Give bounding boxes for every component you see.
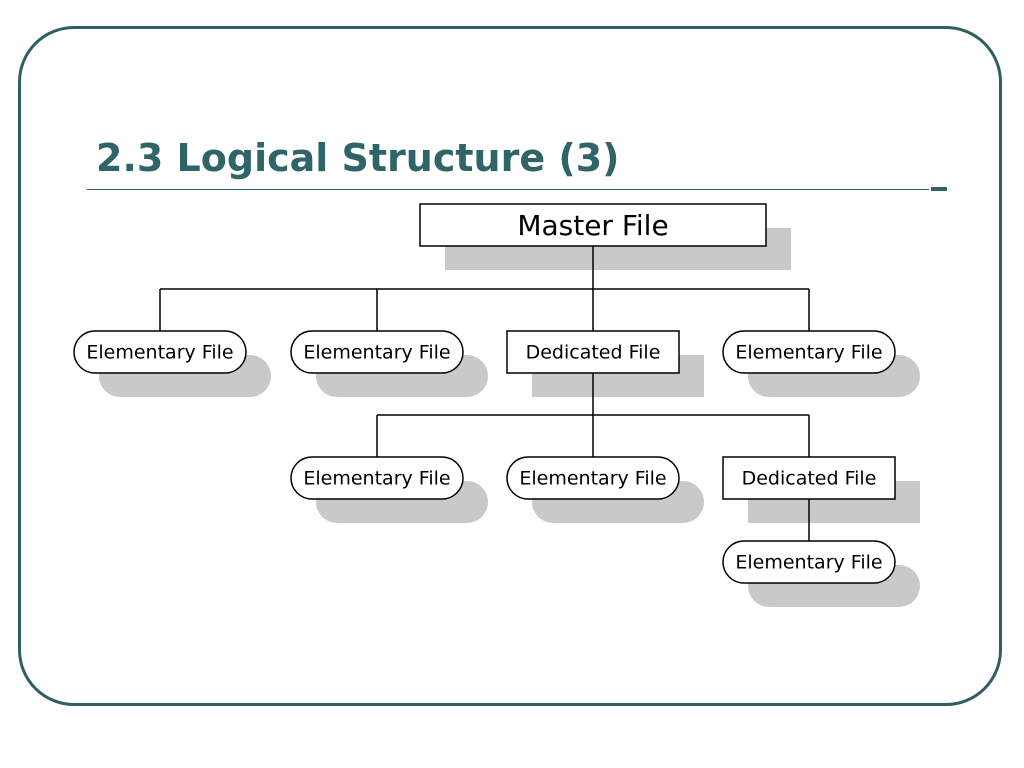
elementary-file-label: Elementary File bbox=[303, 342, 450, 364]
elementary-file-label: Elementary File bbox=[735, 552, 882, 574]
title-underline-mark bbox=[931, 187, 947, 191]
title-underline bbox=[87, 189, 929, 190]
dedicated-file-node: Dedicated File bbox=[506, 330, 680, 374]
elementary-file-box bbox=[506, 456, 680, 500]
elementary-file-node: Elementary File bbox=[722, 330, 896, 374]
slide-title: 2.3 Logical Structure (3) bbox=[96, 136, 620, 180]
dedicated-file-label: Dedicated File bbox=[742, 468, 877, 490]
elementary-file-box bbox=[290, 330, 464, 374]
elementary-file-box bbox=[722, 330, 896, 374]
master-file-box bbox=[419, 203, 767, 247]
elementary-file-box bbox=[290, 456, 464, 500]
elementary-file-label: Elementary File bbox=[519, 468, 666, 490]
dedicated-file-label: Dedicated File bbox=[526, 342, 661, 364]
elementary-file-node: Elementary File bbox=[290, 330, 464, 374]
elementary-file-node: Elementary File bbox=[722, 540, 896, 584]
slide-frame bbox=[18, 26, 1002, 706]
dedicated-file-box bbox=[506, 330, 680, 374]
elementary-file-node: Elementary File bbox=[73, 330, 247, 374]
elementary-file-label: Elementary File bbox=[303, 468, 450, 490]
dedicated-file-node: Dedicated File bbox=[722, 456, 896, 500]
master-file-node: Master File bbox=[419, 203, 767, 247]
elementary-file-label: Elementary File bbox=[86, 342, 233, 364]
elementary-file-label: Elementary File bbox=[735, 342, 882, 364]
master-file-label: Master File bbox=[517, 209, 668, 242]
elementary-file-node: Elementary File bbox=[290, 456, 464, 500]
elementary-file-box bbox=[722, 540, 896, 584]
connector-lines bbox=[159, 246, 810, 541]
elementary-file-node: Elementary File bbox=[506, 456, 680, 500]
elementary-file-box bbox=[73, 330, 247, 374]
dedicated-file-box bbox=[722, 456, 896, 500]
